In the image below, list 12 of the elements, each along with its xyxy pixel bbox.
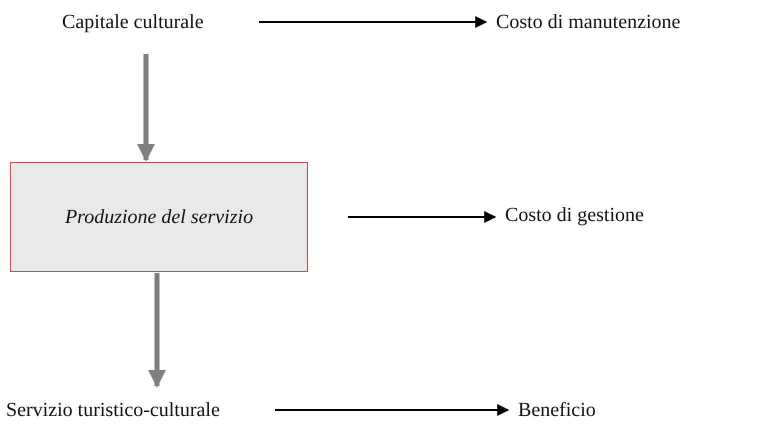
text-label: Beneficio [518, 398, 596, 422]
text-label: Servizio turistico-culturale [6, 398, 220, 422]
arrow [148, 273, 166, 388]
text-label: Capitale culturale [62, 10, 204, 34]
arrow [348, 211, 496, 223]
text-label: Costo di gestione [505, 203, 644, 227]
arrow [259, 16, 488, 28]
arrow [275, 404, 510, 416]
process-box [10, 162, 308, 272]
box-label: Produzione del servizio [64, 206, 254, 228]
text-label: Costo di manutenzione [496, 10, 680, 34]
arrow [137, 54, 155, 162]
